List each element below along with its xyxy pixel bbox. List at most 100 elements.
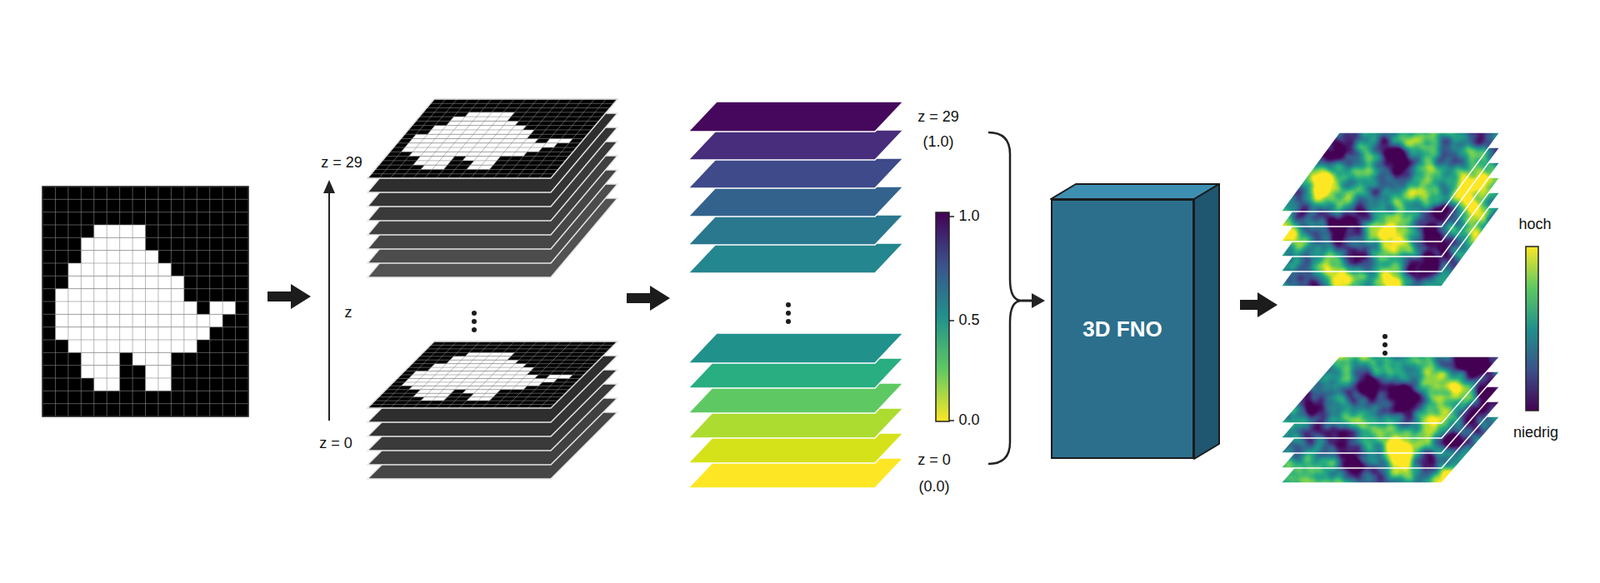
grid-line <box>375 169 559 170</box>
bracket <box>988 132 1022 465</box>
mask-pixel <box>55 314 223 327</box>
tick <box>949 420 955 422</box>
mask-pixel <box>408 139 539 144</box>
grid-line <box>42 403 249 405</box>
coordinate-layer <box>688 243 904 274</box>
label-anchor: 1.0 <box>958 207 980 226</box>
grid-line <box>42 288 249 290</box>
grid-line <box>370 173 555 175</box>
grid-line <box>411 363 595 365</box>
coordinate-layer <box>688 101 904 132</box>
model-box: 3D FNO <box>1050 199 1195 460</box>
grid-line <box>42 275 249 277</box>
coordinate-layer <box>688 130 904 160</box>
axis-label: (1.0) <box>922 133 954 150</box>
axis-label: (0.0) <box>918 478 950 495</box>
grid-line <box>42 326 249 328</box>
legend-label: niedrig <box>1513 424 1559 441</box>
grid-line <box>415 360 600 361</box>
illustration-group <box>42 99 1500 489</box>
ellipsis-dot <box>1382 342 1388 348</box>
grid-line <box>42 250 249 251</box>
mask-pixel <box>55 301 197 315</box>
grid-line <box>400 138 585 140</box>
grid-line <box>411 125 595 126</box>
grid-line <box>400 375 585 376</box>
mask-pixel <box>450 356 511 360</box>
grid-line <box>378 165 562 166</box>
grid-line <box>397 142 581 144</box>
grid-line <box>375 400 559 402</box>
grid-line <box>42 211 249 213</box>
label-anchor: z = 0 <box>319 435 353 454</box>
ellipsis-dot <box>1382 350 1388 356</box>
output-layer <box>1280 132 1500 212</box>
label-anchor: (0.0) <box>918 478 950 497</box>
grid-line <box>42 237 249 239</box>
grid-line <box>415 120 600 122</box>
label-anchor: 0.0 <box>958 411 980 430</box>
ellipsis-dot <box>785 310 791 316</box>
ellipsis-dot <box>785 319 791 325</box>
z-axis-head <box>323 180 335 194</box>
axis-label: z = 0 <box>319 435 353 452</box>
label-anchor: z = 29 <box>320 154 363 173</box>
flow-arrow <box>267 284 311 310</box>
binary-mask <box>42 186 249 417</box>
mask-ground <box>367 341 618 409</box>
coordinate-layer <box>688 158 904 189</box>
mask-pixel <box>80 352 120 365</box>
mask-pixel <box>450 116 511 121</box>
grid-line <box>42 340 249 341</box>
layer-outline <box>1280 132 1500 212</box>
mask-pixel <box>416 156 455 161</box>
grid-line <box>426 348 610 350</box>
mask-pixel <box>413 393 452 397</box>
grid-line <box>393 381 577 383</box>
output-layer <box>1280 356 1500 424</box>
axis-label: z = 0 <box>917 451 951 469</box>
label-anchor: z <box>345 304 353 323</box>
axis-label: z = 29 <box>320 154 363 171</box>
layer-outline <box>367 99 618 179</box>
grid-line <box>423 111 607 113</box>
ellipsis-dot <box>471 327 477 333</box>
mask-layer <box>367 341 618 409</box>
grid-line <box>370 404 555 405</box>
grid-line <box>404 134 588 135</box>
grid-line <box>408 129 592 130</box>
mask-pixel <box>413 160 452 165</box>
legend-label: hoch <box>1518 215 1551 233</box>
grid-line <box>408 367 592 369</box>
label-anchor: (1.0) <box>922 133 954 152</box>
grid-line <box>423 352 607 354</box>
mask-pixel <box>132 352 171 365</box>
grid-line <box>404 370 588 372</box>
ellipsis-dot <box>471 310 477 316</box>
label-anchor: z = 0 <box>917 451 951 470</box>
mask-pixel <box>408 375 539 379</box>
mask-pixel <box>405 378 558 382</box>
grid-line <box>390 151 574 153</box>
mask-pixel <box>416 390 455 394</box>
grid-line <box>419 355 603 357</box>
grid-line <box>42 225 249 226</box>
grid-line <box>42 199 249 200</box>
mask-ground <box>42 186 249 417</box>
grid-line <box>42 390 249 392</box>
grid-line <box>42 301 249 303</box>
layer-outline <box>367 341 618 409</box>
tick <box>949 320 955 322</box>
grid-line <box>385 389 570 390</box>
mask-pixel <box>80 365 120 379</box>
label-anchor: z = 29 <box>917 108 960 127</box>
grid-line <box>42 365 249 366</box>
bracket-arrow <box>1021 300 1034 303</box>
mask-pixel <box>68 275 185 289</box>
ellipsis-dot <box>1382 334 1388 340</box>
label-anchor: 0.5 <box>958 311 980 330</box>
mask-pixel <box>427 367 535 371</box>
grid-line <box>42 263 249 265</box>
label-anchor: niedrig <box>1513 424 1559 443</box>
